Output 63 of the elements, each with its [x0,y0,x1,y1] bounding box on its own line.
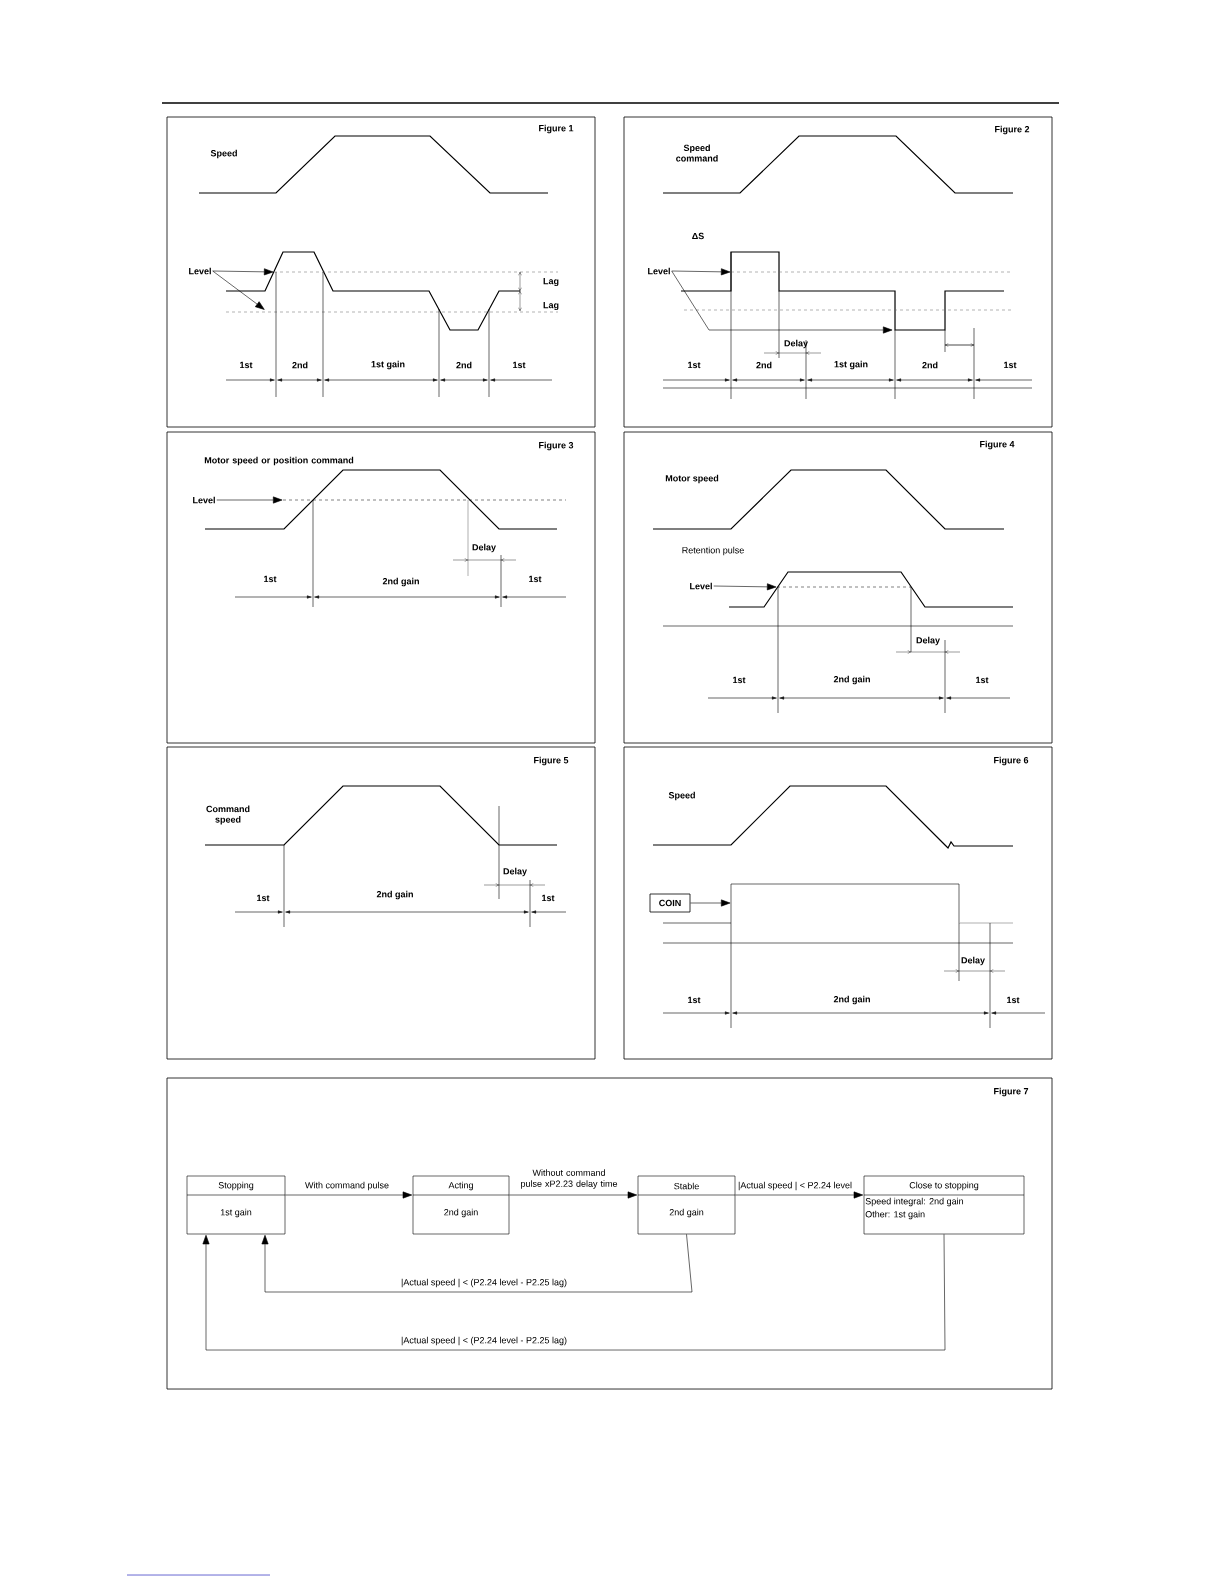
arrow [671,270,893,334]
state-box: Stopping 1st gain [186,1175,286,1235]
arrow [261,1234,693,1293]
arrow [671,268,731,276]
arrow [212,270,265,310]
delay-label: Delay [961,956,985,966]
interval-label: 1st [529,575,542,583]
interval-label: 1st gain [371,360,405,370]
interval-label: 2nd [922,361,938,369]
state-box: Close to stopping Speed integral: 2nd gain Other: 1st gain [863,1175,1025,1235]
edge-label: With command pulse [305,1181,389,1191]
interval-label: 2nd gain [833,995,870,1005]
interval-label: 1st [688,361,701,369]
signal-label: Retention pulse [682,546,744,556]
interval-label: 1st [976,676,989,684]
level-label: Level [690,582,712,590]
arrow [509,1191,638,1199]
interval-label: 2nd gain [833,675,870,685]
signal-label: ΔS [692,232,704,240]
interval-label: 1st [733,676,746,684]
arrow [212,268,274,276]
edge-label: |Actual speed | < (P2.24 level - P2.25 lag) [401,1336,567,1346]
delay-label: Delay [784,339,808,349]
interval-label: 1st [1007,996,1020,1004]
level-label: Level [189,267,211,275]
interval-label: 1st [1004,361,1017,369]
signal-box: COIN [649,893,691,913]
signal-label: Motor speed [665,474,719,484]
level-label: Level [648,267,670,275]
signal-label: Speed [210,149,237,159]
edge-label: Without command pulse xP2.23 delay time [521,1169,618,1189]
arrow [216,496,283,504]
delay-label: Delay [472,543,496,553]
interval-label: 1st [257,894,270,902]
arrow [285,1191,413,1199]
state-box: Acting 2nd gain [412,1175,510,1235]
delay-label: Delay [916,636,940,646]
signal-label: Speed command [676,144,718,162]
lag-label: Lag [543,277,559,287]
arrow [690,899,731,907]
signal-label: Motor speed or position command [204,456,354,466]
edge-label: |Actual speed | < (P2.24 level - P2.25 lag) [401,1278,567,1288]
interval-label: 1st [264,575,277,583]
lag-label: Lag [543,301,559,311]
state-box: Stable 2nd gain [637,1175,736,1235]
signal-label: Command speed [206,805,250,825]
interval-label: 1st [542,894,555,902]
interval-label: 1st [513,361,526,369]
delay-label: Delay [503,867,527,877]
interval-label: 1st [240,361,253,369]
interval-label: 1st [688,996,701,1004]
interval-label: 2nd gain [376,890,413,900]
arrow [202,1234,946,1351]
interval-label: 2nd [756,361,772,369]
interval-label: 1st gain [834,360,868,370]
level-label: Level [193,496,215,504]
edge-label: |Actual speed | < P2.24 level [738,1181,852,1191]
arrow [735,1191,864,1199]
interval-label: 2nd gain [382,577,419,587]
arrow [713,583,777,591]
interval-label: 2nd [292,361,308,369]
signal-label: Speed [668,791,695,801]
interval-label: 2nd [456,361,472,369]
